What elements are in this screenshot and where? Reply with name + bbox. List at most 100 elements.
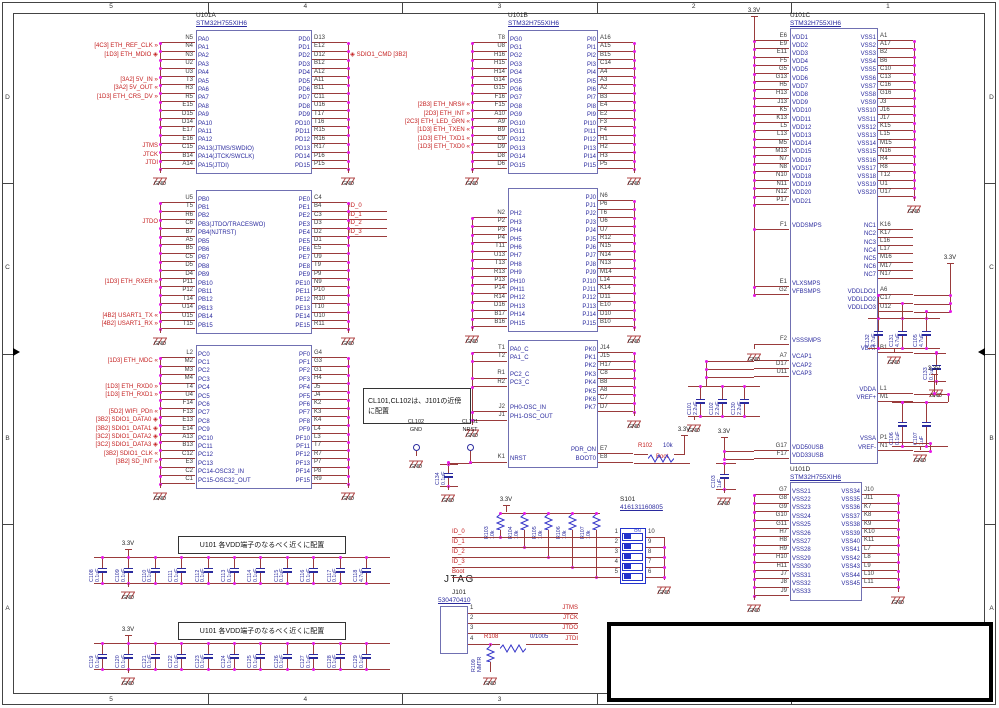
junction-dot bbox=[346, 235, 350, 239]
pin-name: PF11 bbox=[296, 443, 310, 450]
pin-number: E10 bbox=[598, 302, 633, 311]
u101b-part: STM32H755XIH6 bbox=[508, 20, 559, 27]
cap-lead bbox=[181, 572, 183, 583]
junction-dot bbox=[346, 142, 350, 146]
capacitor-plate bbox=[309, 571, 319, 573]
dip-pin-number: 9 bbox=[648, 539, 652, 545]
pin-name: VSS41 bbox=[841, 547, 860, 554]
pin-name: PA3 bbox=[198, 61, 209, 68]
pin-name: PC10 bbox=[198, 435, 214, 442]
cap-lead bbox=[207, 572, 209, 583]
power-3v3-label: 3.3V bbox=[717, 429, 731, 435]
pin-name: PF1 bbox=[298, 359, 310, 366]
pin-number: D5 bbox=[160, 262, 195, 271]
junction-dot bbox=[721, 384, 724, 388]
jtag-net-label: JTCK bbox=[563, 615, 578, 621]
pin-number: G2 bbox=[754, 287, 789, 296]
pin-name: PI15 bbox=[583, 162, 596, 169]
border-col-label: 5 bbox=[109, 696, 113, 703]
junction-dot bbox=[285, 641, 289, 645]
chevron-port-icon: » bbox=[154, 278, 158, 285]
pin-name: VSS36 bbox=[841, 505, 860, 512]
pin-number: D1 bbox=[312, 237, 347, 246]
pin-number: B8 bbox=[598, 379, 633, 387]
gnd-stem bbox=[724, 489, 725, 493]
signal-flag: JTDO bbox=[142, 219, 158, 226]
pin-number: K2 bbox=[312, 400, 347, 409]
pin-number: L5 bbox=[754, 123, 789, 132]
junction-dot bbox=[153, 555, 157, 559]
pin-number: P17 bbox=[754, 197, 789, 206]
cap-lead bbox=[102, 643, 103, 654]
pin-number: T16 bbox=[312, 119, 347, 128]
junction-dot bbox=[632, 117, 636, 121]
junction-dot bbox=[346, 311, 350, 315]
gnd-symbol: GND bbox=[625, 331, 643, 349]
pin-number: N9 bbox=[312, 279, 347, 288]
gnd-symbol: GND bbox=[889, 592, 907, 610]
resistor-symbol bbox=[499, 640, 527, 653]
pin-number: R4 bbox=[878, 156, 913, 165]
gnd-symbol: GND bbox=[905, 201, 923, 219]
cap-rail bbox=[94, 669, 390, 670]
junction-dot bbox=[547, 511, 550, 515]
pin-name: PJ15 bbox=[582, 320, 596, 327]
pin-number: N12 bbox=[754, 189, 789, 197]
pin-name: VDD19 bbox=[792, 182, 812, 189]
capacitor-plate bbox=[932, 364, 941, 366]
cap-lead bbox=[234, 572, 235, 583]
resistor-symbol bbox=[647, 450, 675, 463]
cap-lead bbox=[878, 318, 879, 331]
dip-pin-number: 7 bbox=[648, 559, 652, 565]
pin-number: U4 bbox=[160, 392, 195, 401]
junction-dot bbox=[752, 228, 756, 232]
pin-name: VDD12 bbox=[792, 124, 812, 131]
pin-name: PD11 bbox=[295, 128, 310, 135]
pin-number: L2 bbox=[160, 350, 195, 359]
junction-dot bbox=[158, 474, 162, 478]
border-tick bbox=[985, 353, 996, 355]
junction-dot bbox=[158, 201, 162, 205]
diamond-port-icon: ◈ bbox=[153, 424, 158, 432]
chevron-port-icon: « bbox=[154, 84, 158, 92]
junction-dot bbox=[346, 398, 350, 402]
pin-name: PA11 bbox=[198, 128, 212, 135]
bus-wire bbox=[633, 201, 635, 328]
bus-wire bbox=[471, 420, 473, 425]
pin-name: PC4 bbox=[198, 385, 210, 392]
ic-body bbox=[196, 30, 312, 175]
jtag-pin-number: 1 bbox=[470, 605, 474, 611]
pin-name: PH8 bbox=[510, 261, 522, 268]
wire bbox=[948, 393, 949, 403]
gnd-label: GND bbox=[627, 181, 641, 188]
pin-number: E5 bbox=[312, 245, 347, 254]
junction-dot bbox=[470, 83, 474, 87]
pin-name: PH12 bbox=[510, 295, 526, 302]
gnd-symbol: GND bbox=[927, 385, 945, 403]
pin-number: K1 bbox=[472, 454, 507, 463]
pin-number: R15 bbox=[312, 127, 347, 136]
junction-dot bbox=[470, 283, 474, 287]
pin-number: D17 bbox=[754, 361, 789, 370]
dip-pin-number: 1 bbox=[614, 529, 618, 535]
pin-name: PD9 bbox=[298, 112, 310, 119]
pin-number: B12 bbox=[312, 60, 347, 69]
pin-name: PG11 bbox=[510, 128, 525, 135]
pin-name: PC3 bbox=[198, 376, 210, 383]
pin-number: R8 bbox=[878, 164, 913, 173]
pin-name: PJ14 bbox=[582, 312, 596, 319]
capacitor-plate bbox=[177, 567, 187, 569]
id-line bbox=[452, 537, 620, 538]
pin-name: PE2 bbox=[298, 213, 310, 220]
pin-name: PF2 bbox=[298, 368, 310, 375]
r102-ref: R102 bbox=[638, 443, 653, 449]
id-line bbox=[452, 567, 620, 568]
junction-dot bbox=[365, 555, 368, 559]
pin-name: VSS24 bbox=[792, 513, 811, 520]
junction-dot bbox=[346, 151, 350, 155]
pin-name: PA1_C bbox=[510, 354, 529, 361]
pin-name: VSS15 bbox=[857, 149, 876, 156]
s101-part: 416131160805 bbox=[620, 504, 663, 511]
